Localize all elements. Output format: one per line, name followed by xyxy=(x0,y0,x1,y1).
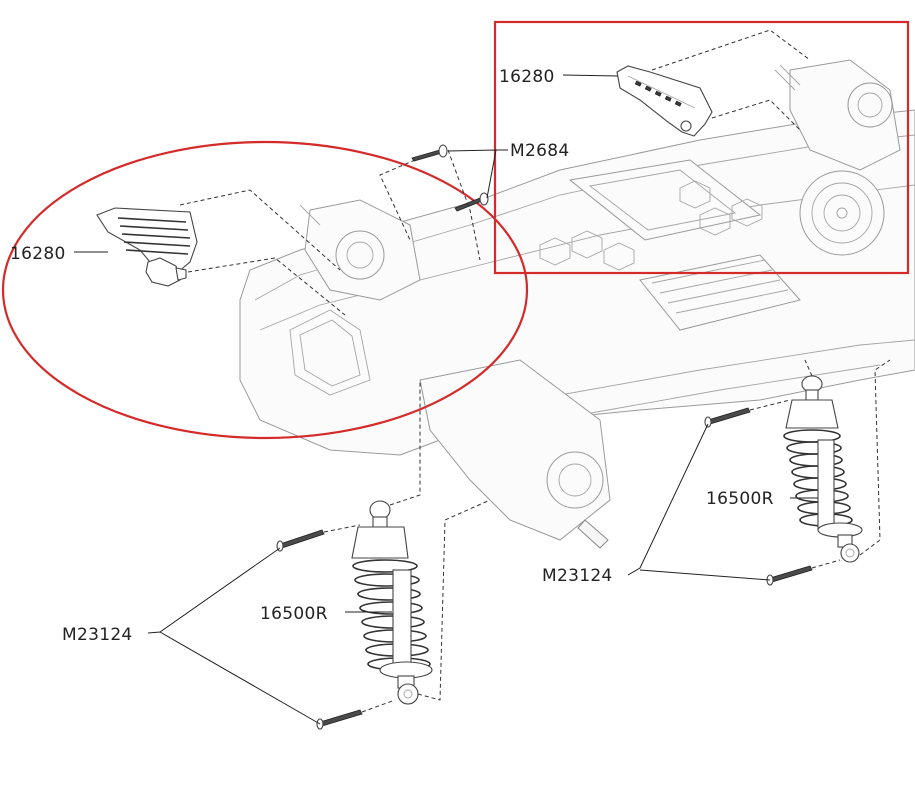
guard-rect-leader xyxy=(562,74,619,77)
label-16280-oval: 16280 xyxy=(10,244,66,264)
guard-oval-assembly-line-bottom xyxy=(187,257,346,316)
m23124-right-leader xyxy=(627,423,771,581)
highlight-oval xyxy=(1,140,529,440)
guard-part-oval xyxy=(96,207,198,287)
highlight-rectangle xyxy=(493,20,910,275)
m2684-leader xyxy=(447,149,508,199)
label-16500r-left: 16500R xyxy=(260,604,328,624)
label-m23124-right: M23124 xyxy=(542,566,613,586)
shock-16500r-left xyxy=(351,500,433,705)
guard-oval-assembly-line-top xyxy=(179,189,341,271)
label-16500r-right: 16500R xyxy=(706,489,774,509)
screw-m23124-assembly-lines xyxy=(323,399,841,713)
shock-16500r-right xyxy=(783,375,863,563)
label-m2684: M2684 xyxy=(510,141,569,161)
screw-m23124-left-lower xyxy=(316,709,363,730)
guard-part-rect xyxy=(616,65,713,137)
chassis-body xyxy=(239,59,915,549)
screw-m2684-assembly-line xyxy=(379,149,481,261)
shock-left-assembly-line xyxy=(389,380,491,701)
screw-m23124-right-lower xyxy=(766,565,813,586)
screw-m2684-upper xyxy=(411,144,448,162)
label-16280-rect: 16280 xyxy=(499,67,555,87)
shock-right-assembly-line xyxy=(804,359,891,556)
screw-m23124-right-upper xyxy=(704,407,751,428)
guard-rect-assembly-line-top xyxy=(651,29,811,71)
m23124-left-leader xyxy=(147,547,321,725)
screw-m23124-left-upper xyxy=(276,529,325,552)
label-m23124-left: M23124 xyxy=(62,625,133,645)
